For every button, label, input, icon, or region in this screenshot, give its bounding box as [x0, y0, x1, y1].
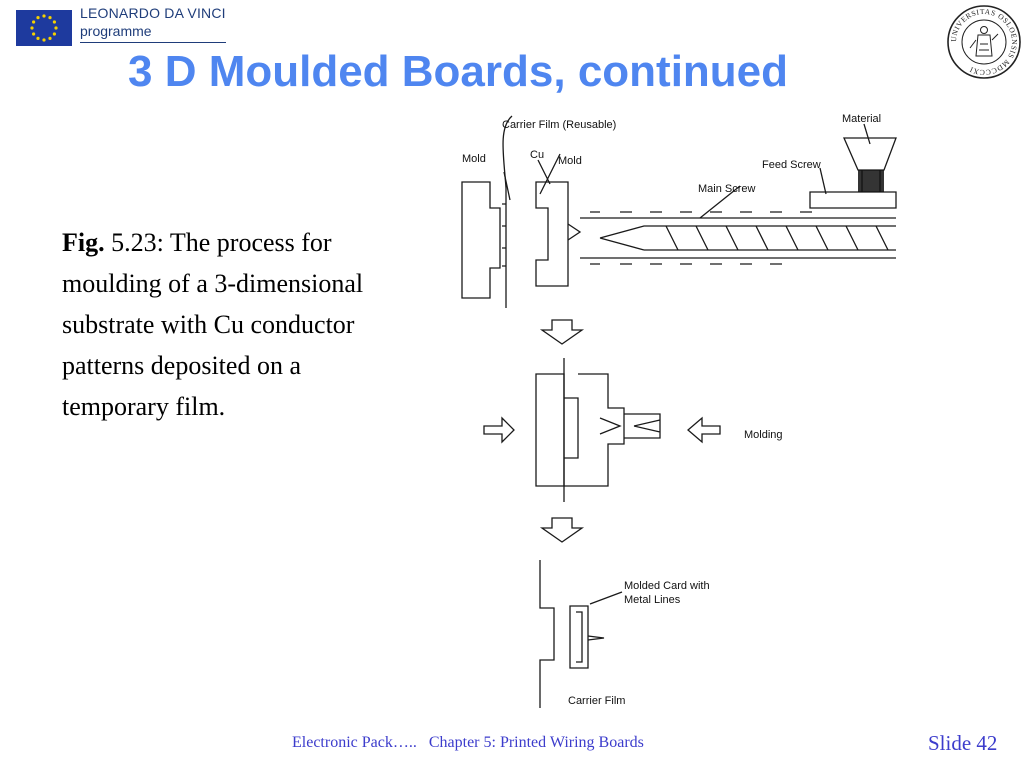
- right-mold-stage2: [564, 373, 625, 487]
- molded-card: [569, 605, 589, 669]
- slide-number: Slide 42: [928, 731, 998, 755]
- label-mold-right: Mold: [558, 155, 582, 167]
- down-arrow-2: [539, 517, 585, 543]
- left-mold-stage2: [535, 373, 565, 487]
- slide-title: 3 D Moulded Boards, continued: [128, 47, 789, 96]
- label-molded-card-line2: Metal Lines: [624, 594, 681, 606]
- screw-flights: [665, 225, 889, 251]
- label-molded-card-line1: Molded Card with: [624, 580, 710, 592]
- feed-screw: [809, 191, 897, 209]
- footer-chapter: Chapter 5: Printed Wiring Boards: [428, 734, 644, 751]
- label-mold-left: Mold: [462, 153, 486, 165]
- left-mold-stage1: [461, 181, 501, 299]
- screw-tip: [599, 225, 896, 251]
- label-carrier-film: Carrier Film: [568, 695, 625, 707]
- programme-name-line2: programme: [80, 24, 226, 43]
- right-arrow-molding: [687, 416, 721, 444]
- label-material: Material: [842, 113, 881, 125]
- figure-caption-text: 5.23: The process for moulding of a 3-di…: [62, 228, 364, 421]
- label-cu: Cu: [530, 149, 544, 161]
- nozzle-stage2: [599, 413, 661, 439]
- barrel: [580, 217, 896, 259]
- moulding-process-diagram: Carrier Film (Reusable) Mold Cu Mold Mat…: [461, 113, 897, 708]
- figure-caption: Fig. 5.23: The process for moulding of a…: [62, 222, 372, 427]
- programme-name: LEONARDO DA VINCI programme: [80, 6, 226, 43]
- left-arrow-molding: [483, 416, 515, 444]
- programme-name-line1: LEONARDO DA VINCI: [80, 5, 226, 21]
- nozzle-stage1: [567, 223, 582, 241]
- label-carrier-film-reusable: Carrier Film (Reusable): [502, 119, 616, 131]
- down-arrow-1: [539, 319, 585, 345]
- label-main-screw: Main Screw: [698, 183, 756, 195]
- university-seal-logo: UNIVERSITAS OSLOENSIS MDCCCXI: [947, 5, 1021, 79]
- footer: Electronic Pack….. Chapter 5: Printed Wir…: [292, 734, 644, 752]
- eu-flag-logo: [16, 10, 72, 46]
- label-feed-screw: Feed Screw: [762, 159, 821, 171]
- label-molding: Molding: [744, 429, 783, 441]
- carrier-film-stage3: [539, 560, 555, 708]
- footer-left: Electronic Pack…..: [292, 734, 417, 751]
- molded-card-pointer: [589, 591, 623, 605]
- carrier-film-stage1: [502, 115, 513, 308]
- figure-label: Fig.: [62, 228, 105, 257]
- right-mold-stage1: [535, 181, 569, 287]
